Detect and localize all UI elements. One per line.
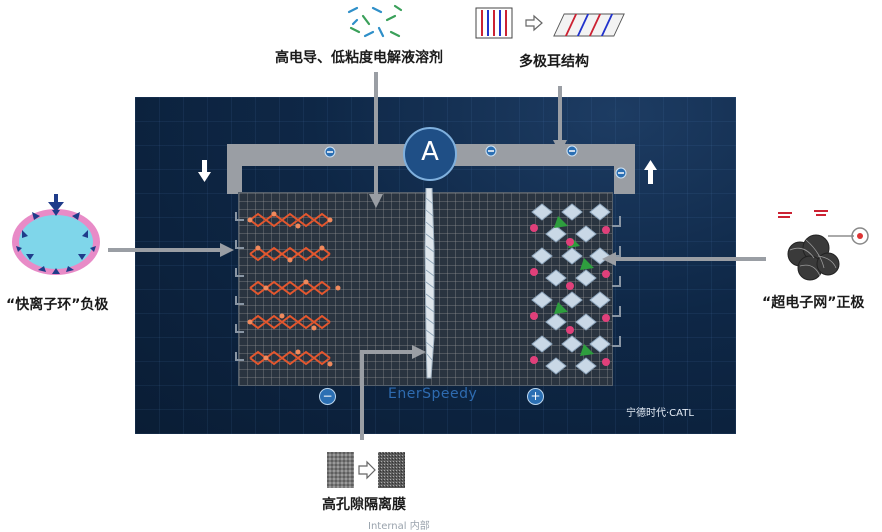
watermark: Internal 内部 bbox=[368, 521, 430, 532]
separator-pore-images bbox=[327, 452, 405, 488]
anode-label: “快离子环”负极 bbox=[6, 297, 109, 313]
down-arrow-head bbox=[198, 172, 211, 182]
positive-terminal-icon: + bbox=[527, 388, 544, 405]
fast-ion-ring-image bbox=[12, 194, 100, 275]
tab-structure-label: 多极耳结构 bbox=[519, 54, 589, 70]
negative-terminal-icon: − bbox=[319, 388, 336, 405]
super-electron-net-image bbox=[778, 210, 869, 281]
circuit-pipe-left bbox=[227, 144, 242, 194]
separator-membrane bbox=[424, 188, 435, 379]
ammeter bbox=[403, 127, 457, 181]
electrolyte-molecules-image bbox=[347, 4, 403, 38]
electrolyte-label: 高电导、低粘度电解液溶剂 bbox=[275, 50, 443, 66]
cathode-label: “超电子网”正极 bbox=[762, 295, 865, 311]
separator-label: 高孔隙隔离膜 bbox=[322, 497, 406, 513]
up-arrow-head bbox=[644, 160, 657, 170]
catl-brand: 宁德时代·CATL bbox=[626, 408, 694, 419]
enerspeedy-brand: EnerSpeedy bbox=[388, 386, 478, 402]
cathode-crystal-structure bbox=[530, 203, 611, 375]
down-arrow-shaft bbox=[202, 160, 207, 174]
anode-graphite-layers bbox=[247, 211, 341, 367]
multi-tab-diagram-image bbox=[475, 7, 625, 39]
ammeter-label: A bbox=[421, 137, 439, 167]
up-arrow-shaft bbox=[648, 168, 653, 184]
